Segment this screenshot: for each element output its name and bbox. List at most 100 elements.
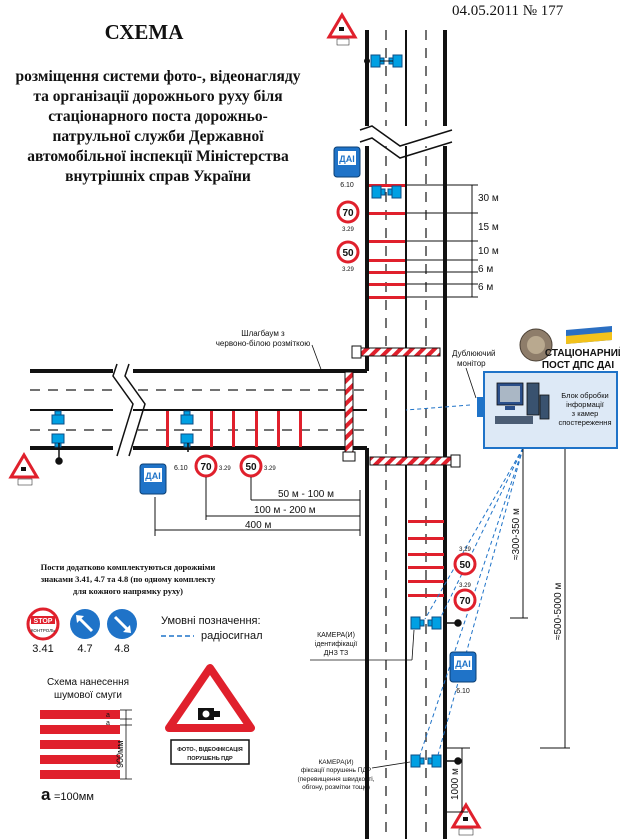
subtitle-line-2: та організації дорожнього руху біля bbox=[33, 88, 282, 105]
svg-text:Шлагбаум з: Шлагбаум з bbox=[241, 329, 285, 338]
distance-labels-side: 50 м - 100 м 100 м - 200 м 400 м bbox=[245, 489, 334, 531]
distance-1000: 1000 м bbox=[450, 768, 461, 800]
svg-text:50 м - 100 м: 50 м - 100 м bbox=[278, 489, 334, 500]
svg-text:червоно-білою розміткою: червоно-білою розміткою bbox=[216, 339, 310, 348]
subtitle-line-6: внутрішніх справ України bbox=[65, 168, 251, 185]
svg-text:спостереження: спостереження bbox=[558, 418, 611, 427]
scheme-title: СХЕМА bbox=[105, 20, 185, 44]
svg-text:3.29: 3.29 bbox=[459, 583, 471, 589]
svg-text:ПОРУШЕНЬ ПДР: ПОРУШЕНЬ ПДР bbox=[187, 756, 233, 762]
svg-text:шумової смуги: шумової смуги bbox=[54, 690, 122, 701]
barrier-label: Шлагбаум з червоно-білою розміткою bbox=[216, 329, 310, 348]
svg-text:КАМЕРА(И): КАМЕРА(И) bbox=[318, 759, 353, 766]
camera-icon bbox=[410, 616, 425, 630]
svg-text:3.29: 3.29 bbox=[342, 267, 354, 273]
svg-text:6.10: 6.10 bbox=[456, 688, 470, 695]
svg-text:3.29: 3.29 bbox=[264, 466, 276, 472]
distance-dimensions-side bbox=[154, 490, 361, 536]
svg-text:(перевищення швидкості,: (перевищення швидкості, bbox=[297, 775, 374, 783]
camera-icon bbox=[51, 410, 65, 425]
svg-text:ДАІ: ДАІ bbox=[339, 154, 354, 164]
speed-limit-50-side: 50 3.29 bbox=[239, 454, 276, 500]
processing-unit-label: Блок обробки інформації з камер спостере… bbox=[558, 391, 611, 427]
camera-identification-label: КАМЕРА(И) ідентифікації ДНЗ ТЗ bbox=[315, 632, 358, 657]
speed-limit-70-side: 70 3.29 bbox=[194, 454, 231, 520]
photo-control-sign-bottom bbox=[450, 802, 482, 836]
svg-text:КОНТРОЛЬ: КОНТРОЛЬ bbox=[31, 628, 55, 633]
svg-text:3.41: 3.41 bbox=[32, 643, 53, 655]
svg-text:монітор: монітор bbox=[457, 359, 486, 368]
svg-text:3.29: 3.29 bbox=[459, 547, 471, 553]
camera-icon bbox=[180, 433, 194, 448]
legend-title: Умовні позначення: bbox=[161, 615, 261, 627]
stop-control-sign: STOP КОНТРОЛЬ 3.41 bbox=[26, 607, 60, 655]
barrier-south bbox=[369, 456, 455, 466]
main-road bbox=[359, 30, 453, 839]
svg-text:Блок обробки: Блок обробки bbox=[561, 391, 608, 400]
cameras bbox=[51, 54, 442, 768]
dai-sign-side: ДАІ 6.10 bbox=[139, 463, 188, 495]
computer-icon bbox=[495, 382, 550, 424]
svg-text:ПОСТ ДПС ДАІ: ПОСТ ДПС ДАІ bbox=[542, 360, 614, 371]
a-value: =100мм bbox=[54, 791, 94, 803]
svg-text:обгону, розмітки тощо): обгону, розмітки тощо) bbox=[302, 783, 370, 791]
svg-text:4.7: 4.7 bbox=[77, 643, 92, 655]
svg-text:4.8: 4.8 bbox=[114, 643, 129, 655]
subtitle-line-1: розміщення системи фото-, відеонагляду bbox=[16, 68, 301, 85]
svg-text:10 м: 10 м bbox=[478, 246, 499, 257]
svg-text:400 м: 400 м bbox=[245, 520, 271, 531]
noise-strips-side bbox=[166, 411, 302, 447]
speed-limit-50-south: 50 3.29 bbox=[453, 547, 477, 576]
barrier-side bbox=[344, 371, 354, 453]
svg-text:70: 70 bbox=[200, 462, 212, 473]
noise-strip-title: Схема нанесення шумової смуги bbox=[47, 677, 129, 701]
barrier-north bbox=[359, 347, 441, 357]
svg-text:фіксації порушень ПДР: фіксації порушень ПДР bbox=[301, 766, 371, 774]
distance-labels-north: 30 м 15 м 10 м 6 м 6 м bbox=[478, 193, 499, 293]
svg-text:для кожного напрямку руху): для кожного напрямку руху) bbox=[73, 586, 183, 596]
side-road bbox=[30, 363, 367, 457]
svg-text:50: 50 bbox=[342, 248, 354, 259]
svg-text:СТАЦІОНАРНИЙ: СТАЦІОНАРНИЙ bbox=[545, 346, 620, 359]
camera-icon bbox=[427, 754, 442, 768]
svg-text:70: 70 bbox=[342, 208, 354, 219]
noise-strip-height: 900мм bbox=[115, 741, 125, 768]
svg-text:STOP: STOP bbox=[34, 618, 53, 625]
svg-text:100 м - 200 м: 100 м - 200 м bbox=[254, 505, 316, 516]
camera-icon bbox=[51, 433, 65, 448]
photo-control-sign-left bbox=[8, 452, 40, 486]
svg-text:інформації: інформації bbox=[566, 400, 605, 409]
svg-text:Схема нанесення: Схема нанесення bbox=[47, 677, 129, 688]
svg-text:50: 50 bbox=[459, 560, 471, 571]
subtitle-line-5: автомобільної інспекції Міністерства bbox=[27, 148, 289, 165]
svg-text:знаками 3.41, 4.7 та 4.8 (по о: знаками 3.41, 4.7 та 4.8 (по одному комп… bbox=[41, 574, 216, 584]
camera-icon bbox=[198, 708, 220, 720]
noise-strips-north bbox=[369, 184, 405, 299]
photo-fixation-sign: ФОТО-, ВІДЕОФІКСАЦІЯ ПОРУШЕНЬ ПДР bbox=[165, 664, 255, 765]
speed-limit-70-south: 70 3.29 bbox=[453, 583, 477, 612]
noise-strips-south bbox=[408, 520, 444, 597]
keep-left-sign: 4.7 bbox=[70, 609, 100, 655]
svg-text:3.29: 3.29 bbox=[342, 227, 354, 233]
subtitle-line-3: стаціонарного поста дорожньо- bbox=[48, 108, 268, 125]
svg-text:Дублюючий: Дублюючий bbox=[452, 349, 496, 358]
a-mark-2: a bbox=[106, 720, 110, 727]
legend-radio-label: радіосигнал bbox=[201, 630, 262, 642]
noise-strip-sample bbox=[40, 710, 120, 779]
svg-text:15 м: 15 м bbox=[478, 222, 499, 233]
keep-right-sign: 4.8 bbox=[107, 609, 137, 655]
svg-text:ДАІ: ДАІ bbox=[145, 471, 160, 481]
camera-violation-label: КАМЕРА(И) фіксації порушень ПДР (перевищ… bbox=[297, 759, 374, 791]
svg-text:з камер: з камер bbox=[572, 409, 599, 418]
subtitle-line-4: патрульної служби Державної bbox=[52, 128, 264, 145]
svg-text:30 м: 30 м bbox=[478, 193, 499, 204]
camera-icon bbox=[180, 410, 194, 425]
scheme-subtitle: розміщення системи фото-, відеонагляду т… bbox=[16, 68, 301, 185]
dai-sign-south: ДАІ 6.10 bbox=[449, 651, 477, 695]
svg-text:6 м: 6 м bbox=[478, 264, 493, 275]
distance-dimensions-south bbox=[446, 448, 570, 813]
processing-unit-panel: Блок обробки інформації з камер спостере… bbox=[477, 371, 618, 449]
svg-text:6.10: 6.10 bbox=[174, 465, 188, 472]
a-symbol: a bbox=[41, 785, 51, 804]
